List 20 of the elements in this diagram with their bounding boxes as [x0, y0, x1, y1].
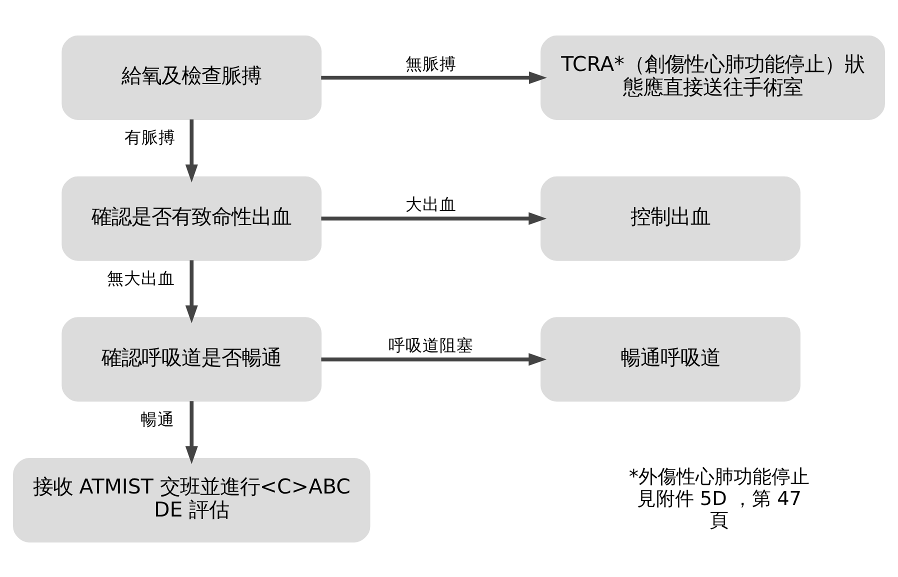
arrow — [185, 400, 198, 464]
edge-label: 有脈搏 — [124, 128, 176, 147]
edge-label: 無大出血 — [107, 268, 176, 288]
edge-label: 暢通 — [140, 409, 174, 428]
edge-label: 大出血 — [406, 194, 457, 214]
arrow — [185, 118, 198, 182]
arrow — [321, 352, 547, 366]
node-box: 接收 ATMIST 交班並進行<C>ABCDE 評估 — [13, 458, 370, 542]
node-box: 給氧及檢查脈搏 — [62, 34, 322, 120]
node-box: 控制出血 — [540, 176, 800, 260]
label: *外傷性心肺功能停止見附件 5D ，第 47 頁 — [628, 464, 810, 532]
node-box: 暢通呼吸道 — [540, 316, 800, 402]
edge-label: 呼吸道阻塞 — [388, 335, 474, 354]
edge-label: 無脈搏 — [406, 54, 457, 73]
node-box: 確認呼吸道是否暢通 — [62, 316, 322, 402]
node-box: TCRA*（創傷性心肺功能停止）狀態應直接送往手術室 — [540, 34, 885, 120]
arrow — [321, 212, 547, 224]
node-box: 確認是否有致命性出血 — [62, 176, 322, 260]
arrow — [321, 70, 547, 84]
arrow — [185, 260, 198, 323]
